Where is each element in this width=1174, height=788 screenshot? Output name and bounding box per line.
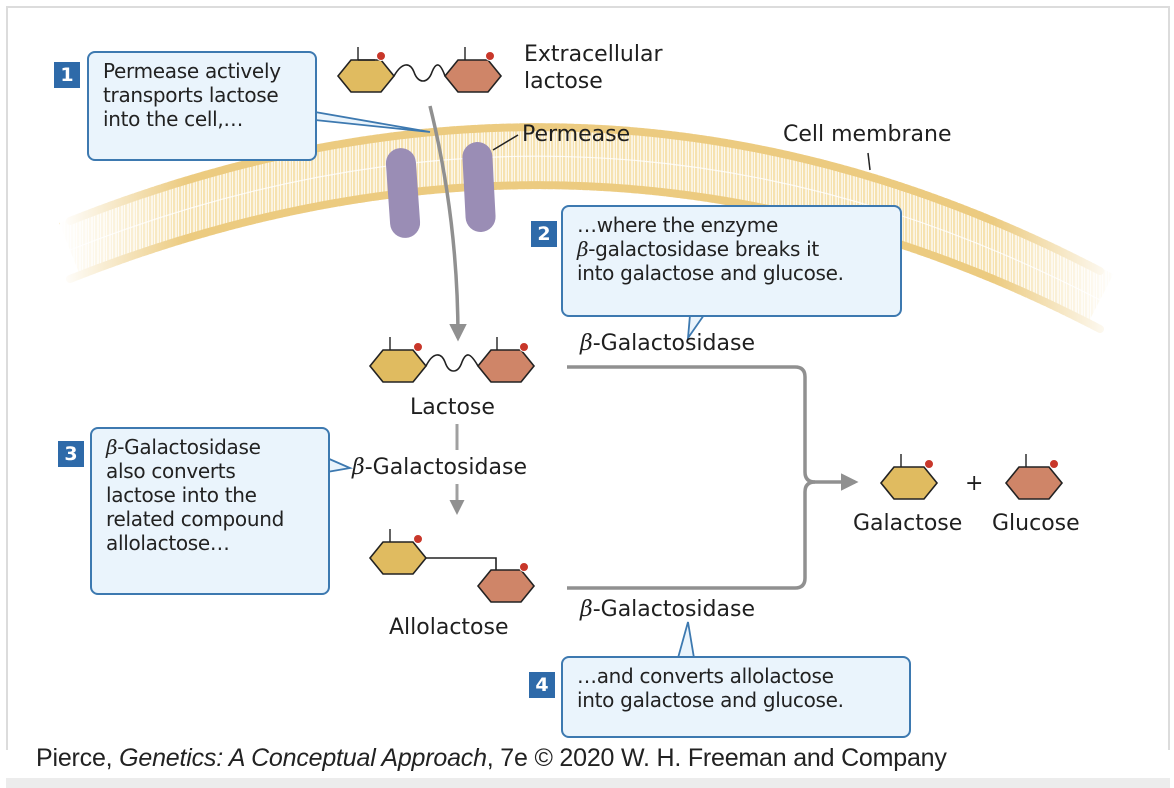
lactose-hydrolysis-arrow [567, 365, 859, 491]
allolactose-label: Allolactose [389, 615, 509, 640]
extracellular-lactose-molecule [336, 47, 503, 93]
callout-3-pointer [326, 457, 354, 473]
callout-2-pointer [686, 314, 705, 342]
figure-credit: Pierce, Genetics: A Conceptual Approach,… [36, 744, 947, 773]
credit-book-title: Genetics: A Conceptual Approach [119, 744, 487, 772]
permease-leader-line [492, 134, 519, 151]
enzyme-name: -Galactosidase [593, 331, 755, 356]
beta-symbol: β [579, 597, 593, 622]
callout-4-pointer [677, 621, 695, 659]
galactose-label: Galactose [853, 511, 962, 536]
permease-label: Permease [522, 122, 630, 147]
enzyme-label-bottom: β-Galactosidase [579, 597, 755, 622]
enzyme-label-top: β-Galactosidase [579, 331, 755, 356]
beta-symbol: β [577, 237, 589, 261]
step-2-callout: …where the enzyme β-galactosidase breaks… [561, 205, 902, 317]
step-1-badge: 1 [54, 62, 80, 88]
lactose-molecule [368, 337, 536, 383]
step-2-badge: 2 [531, 221, 557, 247]
transport-arrow [428, 105, 467, 342]
callout-text: allolactose… [106, 531, 230, 555]
callout-text: Permease actively [103, 59, 281, 83]
beta-symbol: β [579, 331, 593, 356]
cell-membrane-label: Cell membrane [783, 122, 951, 147]
plus-sign: + [965, 471, 983, 496]
callout-1-pointer [314, 111, 431, 133]
lactose-label: Lactose [410, 395, 495, 420]
membrane-leader-line [867, 152, 871, 171]
beta-symbol: β [106, 435, 118, 459]
extracellular-lactose-label-line2: lactose [524, 69, 603, 94]
callout-text: into galactose and glucose. [577, 261, 844, 285]
beta-symbol: β [351, 455, 365, 480]
callout-text: related compound [106, 507, 284, 531]
enzyme-name: -Galactosidase [593, 597, 755, 622]
step-1-callout: Permease actively transports lactose int… [87, 51, 317, 161]
galactose-molecule [879, 454, 939, 500]
extracellular-lactose-label-line1: Extracellular [524, 42, 663, 67]
step-3-callout: β-Galactosidase also converts lactose in… [90, 427, 330, 595]
callout-text-with-beta: β-galactosidase breaks it [577, 237, 888, 261]
enzyme-label-middle: β-Galactosidase [351, 455, 527, 480]
callout-text: into galactose and glucose. [577, 688, 844, 712]
permease-protein-right [462, 142, 496, 232]
callout-text: transports lactose [103, 83, 279, 107]
permease-protein-left [385, 148, 421, 238]
enzyme-name: -Galactosidase [365, 455, 527, 480]
callout-text: also converts [106, 459, 236, 483]
step-3-badge: 3 [58, 441, 84, 467]
callout-text-with-beta: β-Galactosidase [106, 435, 316, 459]
credit-author: Pierce, [36, 744, 120, 772]
allolactose-molecule [368, 529, 536, 603]
callout-text: …and converts allolactose [577, 664, 834, 688]
bottom-bar [6, 778, 1170, 788]
allolactose-hydrolysis-arrow [567, 480, 816, 590]
step-4-badge: 4 [529, 672, 555, 698]
callout-text: lactose into the [106, 483, 257, 507]
glucose-label: Glucose [992, 511, 1080, 536]
callout-text: -galactosidase breaks it [588, 237, 819, 261]
glucose-molecule [1004, 454, 1064, 500]
callout-text: into the cell,… [103, 107, 244, 131]
step-4-callout: …and converts allolactose into galactose… [561, 656, 911, 738]
credit-publisher: , 7e © 2020 W. H. Freeman and Company [486, 744, 947, 772]
callout-text: …where the enzyme [577, 213, 778, 237]
callout-text: -Galactosidase [117, 435, 261, 459]
